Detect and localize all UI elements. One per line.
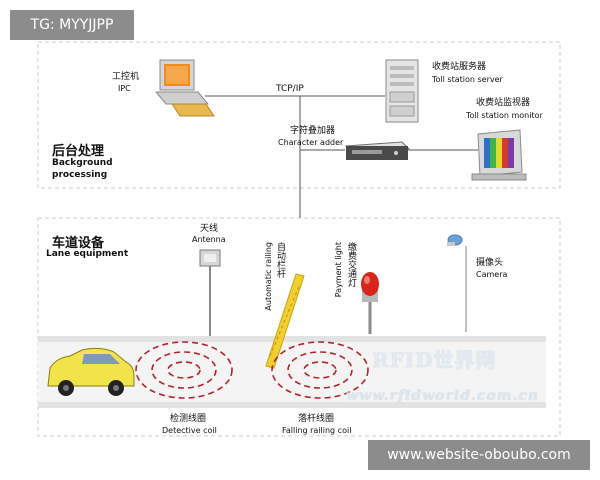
antenna-icon [199, 249, 221, 336]
road-edge-top [38, 336, 546, 342]
ipc-label-cn: 工控机 [112, 72, 140, 82]
payment-light-icon [361, 272, 379, 334]
top-tag: TG: MYYJJPP [10, 10, 134, 40]
falling-railing-coil [271, 341, 369, 399]
camera-label-cn: 摄像头 [476, 258, 504, 268]
detective-coil-label-en: Detective coil [162, 426, 217, 435]
server-label-cn: 收费站服务器 [432, 62, 487, 72]
monitor-icon [471, 129, 527, 181]
falling-coil-label-cn: 落杆线圈 [298, 414, 335, 424]
server-icon [385, 59, 419, 123]
payment-light-label-en: Payment light [334, 242, 343, 298]
character-adder-icon [344, 141, 412, 160]
watermark-line2: www.rfidworld.com.cn [346, 388, 540, 404]
camera-label-en: Camera [476, 270, 508, 279]
server-label-en: Toll station server [432, 75, 503, 84]
railing-label-en: Automatic railing [264, 242, 273, 311]
adder-label-cn: 字符叠加器 [290, 126, 336, 136]
road-edge-bottom [38, 402, 546, 408]
railing-label-cn: 自动栏杆 [275, 242, 285, 278]
background-heading-en1: Background [52, 158, 113, 168]
tcpip-label: TCP/IP [276, 84, 304, 94]
monitor-label-en: Toll station monitor [466, 111, 543, 120]
antenna-label-cn: 天线 [200, 224, 219, 234]
ipc-icon [154, 59, 215, 117]
railing-icon [265, 273, 305, 369]
lane-heading-en: Lane equipment [46, 249, 129, 259]
lane-heading-cn: 车道设备 [52, 236, 105, 251]
monitor-label-cn: 收费站监视器 [476, 98, 531, 108]
detective-coil-label-cn: 检测线圈 [170, 414, 207, 424]
background-heading-en2: processing [52, 170, 108, 180]
ipc-label-en: IPC [118, 84, 131, 93]
background-heading-cn: 后台处理 [52, 144, 105, 159]
bottom-tag: www.website-oboubo.com [368, 440, 590, 470]
watermark-line1: RFID世界网 [372, 348, 497, 372]
background-processing-box [37, 41, 561, 189]
antenna-label-en: Antenna [192, 235, 226, 244]
lane-equipment-box [37, 217, 561, 437]
car-icon [47, 347, 135, 396]
adder-label-en: Character adder [278, 138, 344, 147]
detective-coil [135, 341, 233, 399]
camera-icon [447, 234, 467, 332]
payment-light-label-cn: 缴费交通灯 [346, 242, 356, 287]
falling-coil-label-en: Falling railing coil [282, 426, 352, 435]
